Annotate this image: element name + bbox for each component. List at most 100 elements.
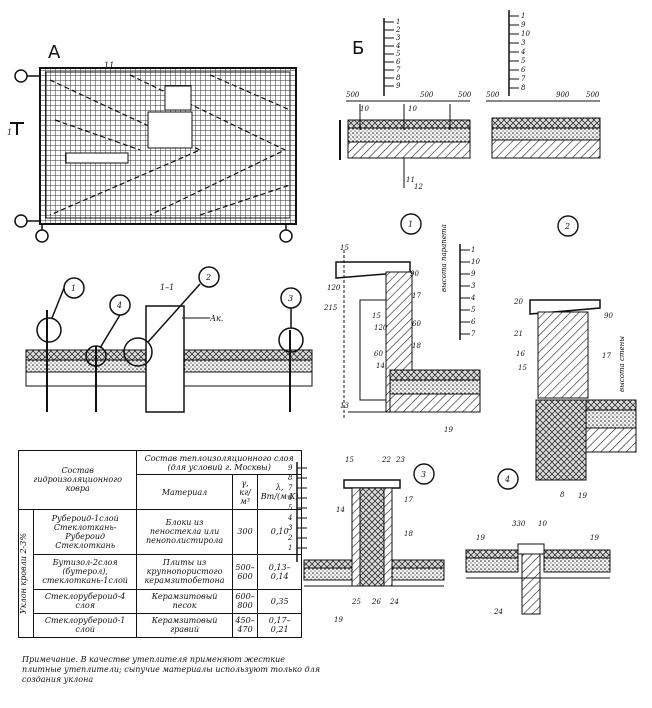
cell-lambda: 0,17–0,21 [257,612,302,639]
svg-text:10: 10 [538,520,547,528]
svg-text:7: 7 [471,330,476,338]
cell-density: 500–600 [231,553,259,590]
ak-label: Ак. [209,314,223,323]
svg-text:9: 9 [521,21,526,29]
callout-4: 4 [116,301,122,310]
svg-text:500: 500 [486,91,500,99]
svg-text:90: 90 [604,312,613,320]
detail-6-drain: 330 10 19 19 24 [465,520,611,616]
panel-b-label: Б [352,38,364,59]
svg-text:19: 19 [476,534,485,542]
svg-text:10: 10 [408,105,417,113]
svg-text:9: 9 [471,270,476,278]
cell-density: 450–470 [231,612,259,639]
table-row: Стеклорубероид-4 слоя Керамзитовый песок… [19,588,302,614]
svg-text:21: 21 [513,330,523,338]
table-row: Уклон кровли 2-3% Рубероид-1слой Стеклот… [18,508,302,639]
svg-text:15: 15 [518,364,527,372]
cell-material: Керамзитовый гравий [136,612,233,639]
svg-text:330: 330 [512,520,526,528]
svg-text:15: 15 [340,244,349,252]
cell-material: Плиты из крупнопористого керамзитобетона [136,553,233,590]
svg-text:19: 19 [334,616,343,624]
cell-lambda: 0,10 [257,508,302,555]
layer-scale-1: 1 2 3 4 5 6 7 8 9 [383,18,401,96]
cell-material: Блоки из пеностекла или пенополистирола [136,508,233,555]
svg-text:500: 500 [586,91,600,99]
marker-11: 11 [104,61,114,70]
svg-text:20: 20 [513,298,523,306]
svg-text:22: 22 [381,456,391,464]
svg-text:1: 1 [471,246,475,254]
opening-2 [147,111,193,149]
cell-lambda: 0,13–0,14 [257,553,302,590]
svg-text:17: 17 [602,352,611,360]
panel-a-label: А [48,42,61,63]
svg-text:24: 24 [389,598,399,606]
svg-text:2: 2 [395,26,401,34]
cell-density: 600–800 [231,588,259,614]
svg-text:500: 500 [420,91,434,99]
subheader-material: Материал [136,474,233,510]
svg-text:500: 500 [346,91,360,99]
cell-layers: Рубероид-1слой Стеклоткань- Рубероид Сте… [32,508,138,555]
svg-text:19: 19 [444,426,453,434]
subheader-lambda: λ, Вт/(м·К) [257,474,302,510]
cell-layers: Бутизол-2слоя (бутерол), стеклоткань-1сл… [32,553,138,590]
svg-text:18: 18 [412,342,421,350]
svg-text:90: 90 [410,270,419,278]
svg-text:3: 3 [421,470,426,479]
svg-text:6: 6 [521,66,526,74]
svg-text:8: 8 [560,491,565,499]
svg-text:высота парапета: высота парапета [440,224,448,292]
svg-text:25: 25 [351,598,361,606]
cell-density: 300 [231,508,259,555]
svg-text:4: 4 [395,42,400,50]
detail-4-wall: 20 21 16 15 17 90 высота стены 8 19 4 [497,298,637,500]
callout-circles [36,266,304,367]
spec-table: Состав гидроизоляционного ковра Состав т… [17,449,302,639]
svg-text:8: 8 [396,74,401,82]
svg-text:120: 120 [327,284,341,292]
svg-text:3: 3 [396,34,401,42]
svg-text:6: 6 [396,58,401,66]
svg-text:5: 5 [471,306,476,314]
svg-text:7: 7 [396,66,401,74]
svg-text:500: 500 [458,91,472,99]
detail-2: 500 900 500 2 [486,91,601,237]
svg-text:10: 10 [360,105,369,113]
table-note: Примечание. В качестве утеплителя примен… [22,655,320,684]
header-insulation: Состав теплоизоляционного слоя (для усло… [136,449,302,476]
callout-2: 2 [205,273,211,282]
svg-text:60: 60 [412,320,421,328]
svg-text:1: 1 [521,12,525,20]
subheader-density: γ, кг/м³ [231,474,259,510]
section-columns [46,310,291,412]
section-title: 1–1 [160,283,174,292]
svg-text:23: 23 [395,456,405,464]
cell-layers: Стеклорубероид-4 слоя [32,588,138,614]
svg-text:10: 10 [521,30,530,38]
svg-text:15: 15 [345,456,354,464]
callout-3: 3 [288,294,293,303]
slope-side-label: Уклон кровли 2-3% [19,532,28,614]
svg-text:10: 10 [471,258,480,266]
detail-3-parapet: 15 215 120 15 120 60 17 60 18 14 13 19 9… [323,224,481,434]
roof-plan-inner [45,71,291,219]
table-row: Стеклорубероид-1 слой Керамзитовый грави… [19,612,302,639]
cell-layers: Стеклорубероид-1 слой [32,612,138,639]
svg-text:5: 5 [521,57,526,65]
parapet-block [145,305,185,413]
opening-1 [164,85,192,111]
svg-text:8: 8 [521,84,526,92]
detail-5-vent: 9 8 7 6 5 4 3 2 1 15 22 23 14 17 18 25 2… [287,456,445,624]
svg-text:14: 14 [336,506,345,514]
svg-text:15: 15 [372,312,381,320]
section-mark [10,122,24,135]
svg-text:900: 900 [556,91,570,99]
svg-text:16: 16 [516,350,525,358]
svg-text:3: 3 [521,39,526,47]
svg-text:1: 1 [396,18,400,26]
svg-text:13: 13 [340,402,349,410]
